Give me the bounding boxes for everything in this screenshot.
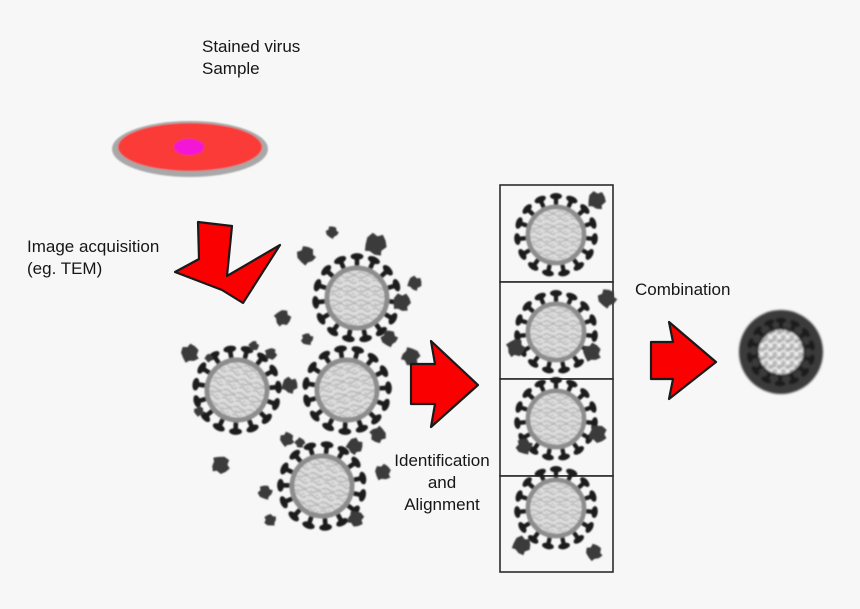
stack-virus [514,193,599,277]
field-debris [179,223,425,530]
particle-stack [499,184,620,573]
petri-dish-medium [118,123,262,171]
arrow-identification-icon [409,339,480,429]
stack-virus [514,466,599,550]
label-identification-alignment: Identification and Alignment [394,451,490,514]
petri-dish-rim [112,121,268,177]
field-virus [182,335,292,444]
petri-dish [112,121,268,177]
field-virus [295,339,399,442]
stack-panel [499,475,614,573]
stack-panel [499,184,614,283]
stack-panel [499,378,614,477]
label-stained-virus-sample: Stained virus Sample [202,37,301,78]
reconstructed-virus [739,310,823,394]
field-virus [272,436,373,537]
stack-panel [499,281,614,380]
field-virus [312,253,403,343]
stack-debris [504,189,620,563]
label-image-acquisition: Image acquisition (eg. TEM) [27,237,160,278]
arrow-acquisition-icon [173,220,282,305]
arrow-combination-icon [649,320,718,401]
stack-virus [514,377,599,461]
micrograph-field [179,223,425,537]
label-combination: Combination [635,280,731,299]
petri-dish-stain [174,139,204,155]
reconstruction-background [739,310,823,394]
stack-virus [514,290,599,374]
